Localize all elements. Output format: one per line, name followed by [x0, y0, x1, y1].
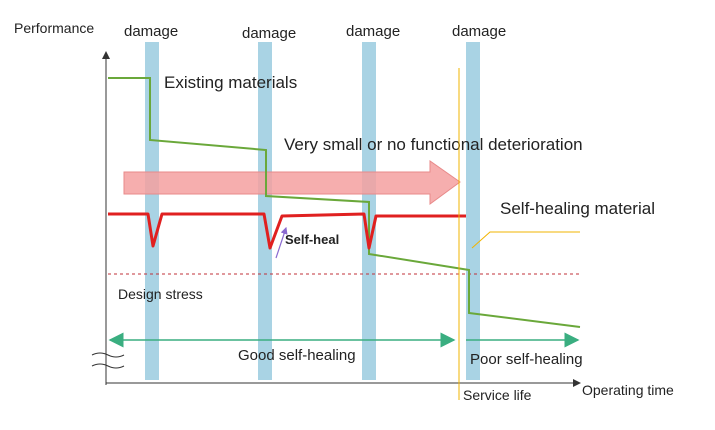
self-healing-callout-line: [471, 231, 580, 249]
existing-materials-label: Existing materials: [164, 73, 297, 92]
self-healing-curve: [108, 212, 466, 250]
x-axis-label: Operating time: [582, 382, 674, 398]
existing-materials-curve: [108, 77, 581, 328]
design-stress-label: Design stress: [118, 286, 203, 302]
damage-label-4: damage: [452, 23, 506, 40]
good-self-healing-label: Good self-healing: [238, 347, 356, 364]
self-heal-label: Self-heal: [285, 232, 339, 247]
axis-break-mark: [91, 352, 125, 369]
self-heal-arrow: [275, 226, 288, 259]
poor-self-healing-label: Poor self-healing: [470, 351, 583, 368]
y-axis-label: Performance: [14, 20, 94, 36]
damage-label-2: damage: [242, 25, 296, 42]
self-healing-material-label: Self-healing material: [500, 199, 655, 218]
damage-label-1: damage: [124, 23, 178, 40]
damage-band-4: [466, 42, 480, 380]
damage-band-2: [258, 42, 272, 380]
damage-label-3: damage: [346, 23, 400, 40]
deterioration-arrow: [123, 160, 461, 205]
deterioration-arrow-label: Very small or no functional deterioratio…: [284, 135, 583, 154]
damage-band-1: [145, 42, 159, 380]
service-life-label: Service life: [463, 387, 532, 403]
